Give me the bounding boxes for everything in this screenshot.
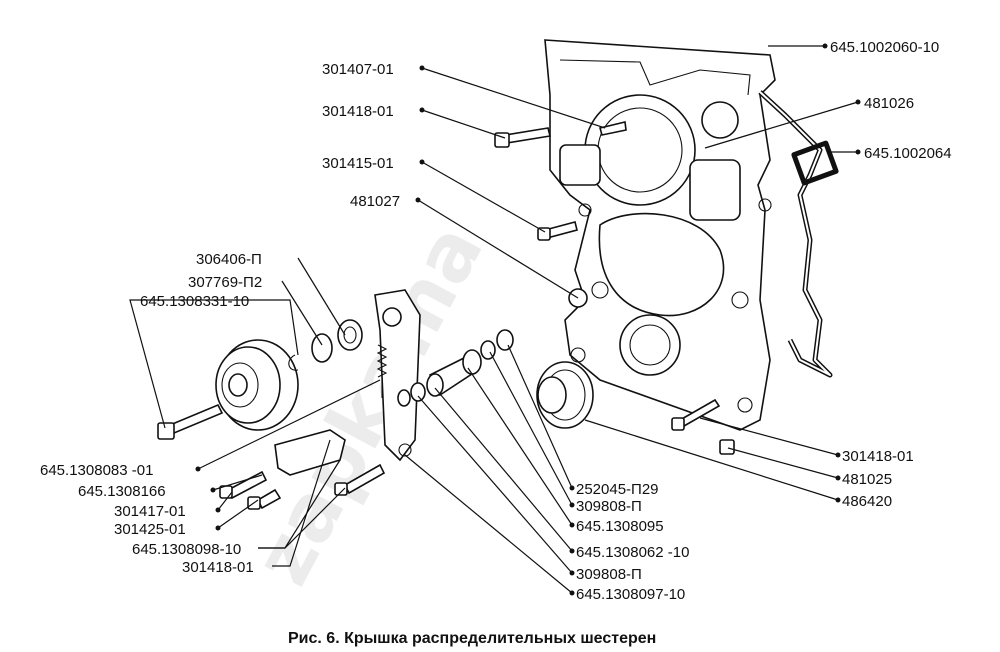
label-301425-01: 301425-01 [114, 521, 186, 538]
label-301418-01-top: 301418-01 [322, 103, 394, 120]
label-645-1002060-10: 645.1002060-10 [830, 39, 939, 56]
label-486420: 486420 [842, 493, 892, 510]
bolt-301418-upper [494, 127, 551, 148]
label-301407-01: 301407-01 [322, 61, 394, 78]
tensioner-bracket [374, 289, 421, 462]
label-481025: 481025 [842, 471, 892, 488]
bolt-301418-lower [671, 398, 721, 431]
pulley-bolt [157, 403, 224, 440]
figure-caption: Рис. 6. Крышка распределительных шестере… [288, 630, 656, 647]
label-306406-p: 306406-П [196, 251, 262, 268]
label-645-1308083-01: 645.1308083 -01 [40, 462, 153, 479]
label-645-1308095: 645.1308095 [576, 518, 664, 535]
tension-spring [376, 344, 388, 398]
label-252045-p29: 252045-П29 [576, 481, 659, 498]
retaining-ring [288, 354, 299, 371]
label-645-1308062-10: 645.1308062 -10 [576, 544, 689, 561]
part-labels: 301407-01 301418-01 301415-01 481027 306… [40, 39, 952, 603]
label-645-1308166: 645.1308166 [78, 483, 166, 500]
label-309808-p-lower: 309808-П [576, 566, 642, 583]
cover-gasket [758, 90, 839, 378]
crankshaft-oil-seal [536, 361, 594, 429]
label-309808-p-upper: 309808-П [576, 498, 642, 515]
timing-cover [544, 39, 776, 431]
leader-lines [129, 45, 859, 594]
label-645-1308331-10: 645.1308331-10 [140, 293, 249, 310]
label-481027: 481027 [350, 193, 400, 210]
label-301415-01: 301415-01 [322, 155, 394, 172]
gasket-481025 [719, 439, 735, 455]
label-645-1308098-10: 645.1308098-10 [132, 541, 241, 558]
label-301418-01-bottom: 301418-01 [182, 559, 254, 576]
bolt-645-1308098 [334, 463, 386, 496]
label-645-1002064: 645.1002064 [864, 145, 952, 162]
label-307769-p2: 307769-П2 [188, 274, 262, 291]
bolt-301407 [599, 121, 627, 136]
pulley [215, 339, 299, 431]
label-301417-01: 301417-01 [114, 503, 186, 520]
bearings [311, 319, 363, 363]
bolt-301415 [537, 221, 578, 241]
label-481026: 481026 [864, 95, 914, 112]
leader-dots [195, 43, 861, 596]
tensioner-roller [426, 349, 482, 397]
label-301418-01-right: 301418-01 [842, 448, 914, 465]
label-645-1308097-10: 645.1308097-10 [576, 586, 685, 603]
